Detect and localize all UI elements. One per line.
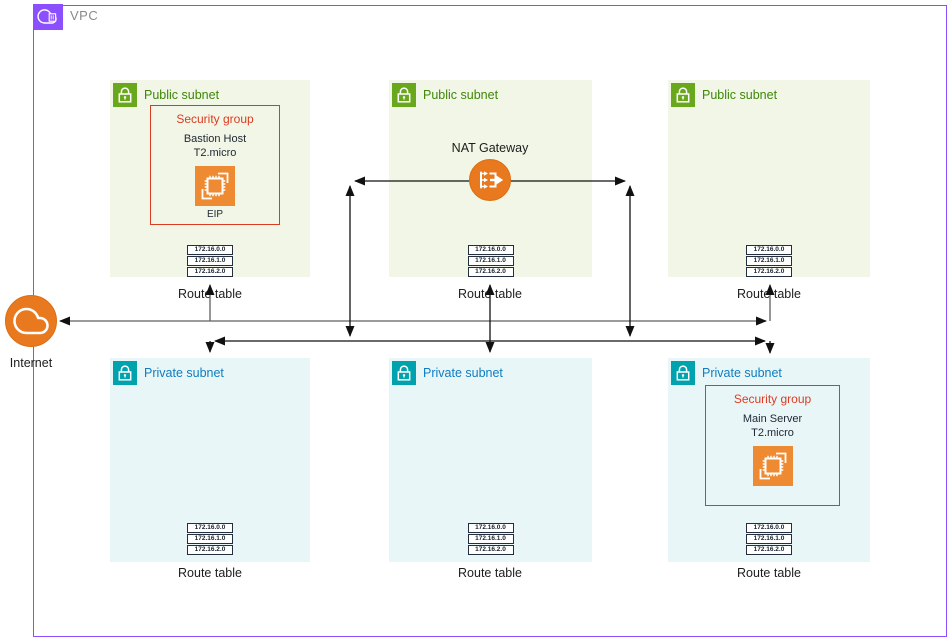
subnet-lock-icon: [392, 361, 416, 385]
route-entry: 172.16.2.0: [746, 545, 792, 555]
route-table-entries: 172.16.0.0 172.16.1.0 172.16.2.0: [467, 523, 514, 556]
route-table-label: Route table: [737, 287, 801, 301]
subnet-lock-icon: [113, 361, 137, 385]
route-entry: 172.16.0.0: [746, 245, 792, 255]
route-table-entries: 172.16.0.0 172.16.1.0 172.16.2.0: [746, 245, 792, 278]
instance-type: T2.micro: [193, 147, 237, 159]
route-table-label: Route table: [178, 566, 242, 580]
subnet-label: Private subnet: [144, 366, 224, 380]
route-entry: 172.16.2.0: [467, 267, 514, 277]
route-table-entries: 172.16.0.0 172.16.1.0 172.16.2.0: [746, 523, 792, 556]
route-table-label: Route table: [737, 566, 801, 580]
route-entry: 172.16.2.0: [187, 545, 233, 555]
route-table-label: Route table: [458, 287, 522, 301]
instance-name: Bastion Host: [183, 133, 247, 145]
public-subnet-3: Public subnet 172.16.0.0 172.16.1.0 172.…: [668, 80, 870, 277]
public-subnet-1: Public subnet 172.16.0.0 172.16.1.0 172.…: [110, 80, 310, 277]
route-entry: 172.16.1.0: [187, 256, 233, 266]
vpc-label: VPC: [70, 8, 99, 23]
instance-name: Main Server: [742, 413, 803, 425]
subnet-label: Public subnet: [423, 88, 499, 102]
private-subnet-1: Private subnet 172.16.0.0 172.16.1.0 172…: [110, 358, 310, 562]
route-entry: 172.16.0.0: [467, 523, 514, 533]
route-table-entries: 172.16.0.0 172.16.1.0 172.16.2.0: [187, 523, 233, 556]
subnet-label: Public subnet: [144, 88, 220, 102]
vpc-icon: [33, 4, 63, 30]
route-table-entries: 172.16.0.0 172.16.1.0 172.16.2.0: [467, 245, 514, 278]
route-entry: 172.16.2.0: [746, 267, 792, 277]
route-table-label: Route table: [458, 566, 522, 580]
ec2-instance-icon: [753, 446, 793, 486]
eip-label: EIP: [206, 209, 224, 220]
security-group-bastion: Security group Bastion Host T2.micro EIP: [150, 105, 280, 225]
nat-gateway-label: NAT Gateway: [451, 141, 529, 155]
subnet-label: Public subnet: [702, 88, 778, 102]
route-entry: 172.16.1.0: [467, 256, 514, 266]
nat-gateway-icon: [469, 159, 511, 201]
ec2-instance-icon: [195, 166, 235, 206]
route-entry: 172.16.0.0: [187, 245, 233, 255]
route-entry: 172.16.0.0: [187, 523, 233, 533]
route-entry: 172.16.1.0: [187, 534, 233, 544]
route-table-label: Route table: [178, 287, 242, 301]
route-table-entries: 172.16.0.0 172.16.1.0 172.16.2.0: [187, 245, 233, 278]
route-entry: 172.16.1.0: [746, 256, 792, 266]
internet-icon: [5, 295, 57, 347]
subnet-lock-icon: [113, 83, 137, 107]
internet-label: Internet: [9, 356, 53, 370]
subnet-label: Private subnet: [423, 366, 503, 380]
subnet-lock-icon: [392, 83, 416, 107]
route-entry: 172.16.1.0: [746, 534, 792, 544]
subnet-lock-icon: [671, 83, 695, 107]
security-group-title: Security group: [733, 392, 812, 406]
security-group-title: Security group: [176, 112, 254, 126]
subnet-label: Private subnet: [702, 366, 782, 380]
route-entry: 172.16.2.0: [187, 267, 233, 277]
private-subnet-2: Private subnet 172.16.0.0 172.16.1.0 172…: [389, 358, 592, 562]
subnet-lock-icon: [671, 361, 695, 385]
route-entry: 172.16.0.0: [467, 245, 514, 255]
route-entry: 172.16.1.0: [467, 534, 514, 544]
security-group-main-server: Security group Main Server T2.micro: [705, 385, 840, 506]
route-entry: 172.16.0.0: [746, 523, 792, 533]
instance-type: T2.micro: [751, 427, 794, 439]
route-entry: 172.16.2.0: [467, 545, 514, 555]
